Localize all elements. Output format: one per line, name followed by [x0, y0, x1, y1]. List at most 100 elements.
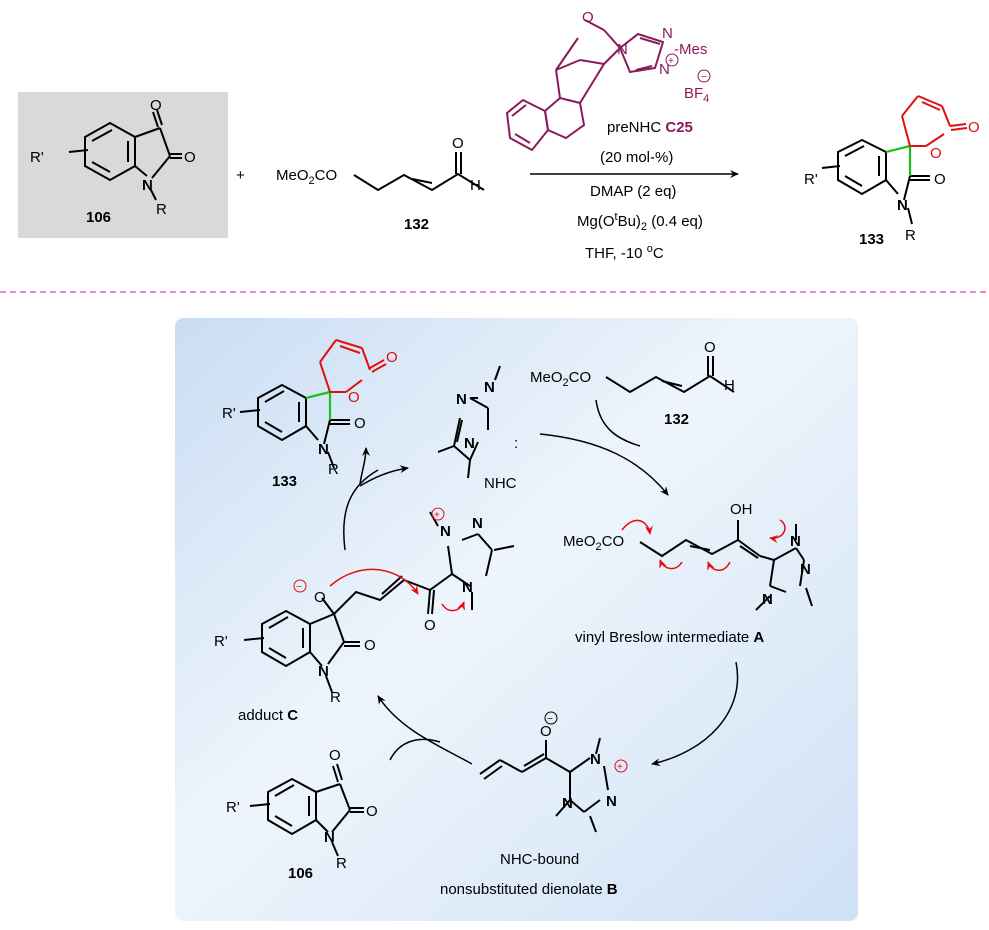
svg-text:N: N: [790, 533, 801, 550]
svg-text:H: H: [724, 377, 735, 394]
label-132-top: 132: [404, 216, 429, 233]
reagent-132-formula: MeO2CO: [276, 167, 337, 187]
svg-text:O: O: [704, 339, 716, 356]
catalyst-loading: (20 mol-%): [600, 149, 673, 166]
svg-text:N: N: [562, 795, 573, 812]
svg-text:O: O: [452, 135, 464, 152]
svg-text:−: −: [296, 582, 302, 593]
svg-text:R': R': [226, 799, 240, 816]
svg-text:O: O: [968, 119, 980, 136]
svg-text:N: N: [472, 515, 483, 532]
arrow-106-in: [389, 738, 441, 761]
cycle-panel: [175, 318, 858, 921]
isatin-106-structure: [68, 109, 182, 201]
svg-text:N: N: [464, 435, 475, 452]
catalyst-benzo-ring: [505, 98, 550, 152]
arrow-product-out: [359, 447, 370, 485]
svg-text:O: O: [364, 637, 376, 654]
svg-text:R: R: [328, 461, 339, 478]
cycle-product-133: [239, 383, 350, 469]
svg-text:+: +: [434, 510, 440, 521]
mesityl-label: -Mes: [674, 41, 707, 58]
svg-text:O: O: [386, 349, 398, 366]
label-106-cycle: 106: [288, 865, 313, 882]
cycle-isatin-106: [249, 763, 364, 857]
catalyst-c25-structure: [543, 19, 665, 140]
svg-text:N: N: [659, 61, 670, 78]
svg-text:O: O: [329, 747, 341, 764]
svg-text:N: N: [456, 391, 467, 408]
svg-text:O: O: [582, 9, 594, 26]
svg-text:N: N: [484, 379, 495, 396]
arrow-nhc-to-breslow: [539, 433, 669, 496]
spiro-bond-green: [885, 144, 911, 154]
breslow-label: vinyl Breslow intermediate A: [575, 629, 764, 646]
svg-text:N: N: [606, 793, 617, 810]
svg-text::: :: [514, 435, 518, 452]
svg-text:N: N: [762, 591, 773, 608]
svg-text:N: N: [318, 441, 329, 458]
svg-text:R': R': [222, 405, 236, 422]
svg-text:R: R: [336, 855, 347, 872]
label-133-top: 133: [859, 231, 884, 248]
label-133-cycle: 133: [272, 473, 297, 490]
svg-text:N: N: [590, 751, 601, 768]
product-133-structure: [821, 138, 930, 225]
svg-text:R': R': [214, 633, 228, 650]
svg-text:OH: OH: [730, 501, 753, 518]
conditions: THF, -10 oC: [585, 243, 664, 262]
cycle-product-lactone: [319, 339, 387, 393]
reactant-106-box: [18, 92, 228, 238]
svg-text:O: O: [314, 589, 326, 606]
svg-text:N: N: [800, 561, 811, 578]
free-nhc-structure: [437, 365, 501, 479]
arrow-nhc-regenerated: [359, 465, 409, 487]
svg-text:N: N: [662, 25, 673, 42]
svg-text:R': R': [804, 171, 818, 188]
svg-text:O: O: [184, 149, 196, 166]
svg-text:O: O: [540, 723, 552, 740]
cycle-reagent-132-formula: MeO2CO: [530, 369, 591, 389]
svg-text:O: O: [348, 389, 360, 406]
svg-text:R': R': [30, 149, 44, 166]
svg-text:N: N: [142, 177, 153, 194]
svg-text:O: O: [366, 803, 378, 820]
additive-dmap: DMAP (2 eq): [590, 183, 676, 200]
svg-text:R: R: [905, 227, 916, 244]
svg-text:O: O: [930, 145, 942, 162]
dienolate-label-1: NHC-bound: [500, 851, 579, 868]
svg-text:N: N: [897, 197, 908, 214]
arrow-adduct-to-product: [343, 469, 379, 551]
label-132-cycle: 132: [664, 411, 689, 428]
product-133-lactone: [901, 95, 968, 147]
svg-text:N: N: [462, 579, 473, 596]
reagent-132-chain: [353, 152, 485, 192]
svg-text:N: N: [324, 829, 335, 846]
svg-text:R: R: [330, 689, 341, 706]
svg-text:N: N: [617, 41, 628, 58]
svg-text:O: O: [150, 97, 162, 114]
arrow-132-in: [595, 399, 641, 447]
svg-text:−: −: [547, 714, 553, 725]
cycle-reagent-132-chain: [605, 356, 735, 394]
svg-text:O: O: [354, 415, 366, 432]
adduct-label: adduct C: [238, 707, 298, 724]
svg-text:O: O: [934, 171, 946, 188]
dienolate-label-2: nonsubstituted dienolate B: [440, 881, 618, 898]
svg-text:H: H: [470, 177, 481, 194]
svg-text:+: +: [668, 56, 674, 67]
plus-sign: +: [236, 167, 245, 184]
arrow-breslow-to-dienolate: [651, 661, 739, 767]
catalyst-name: preNHC C25: [607, 119, 693, 136]
counterion-bf4: BF4: [684, 85, 709, 105]
svg-text:O: O: [424, 617, 436, 634]
nhc-label: NHC: [484, 475, 517, 492]
additive-mg: Mg(OtBu)2 (0.4 eq): [577, 211, 703, 233]
svg-text:R: R: [156, 201, 167, 218]
breslow-formula: MeO2CO: [563, 533, 624, 553]
label-106-top: 106: [86, 209, 111, 226]
breslow-chain: [639, 520, 813, 611]
svg-text:N: N: [440, 523, 451, 540]
svg-text:+: +: [617, 762, 623, 773]
